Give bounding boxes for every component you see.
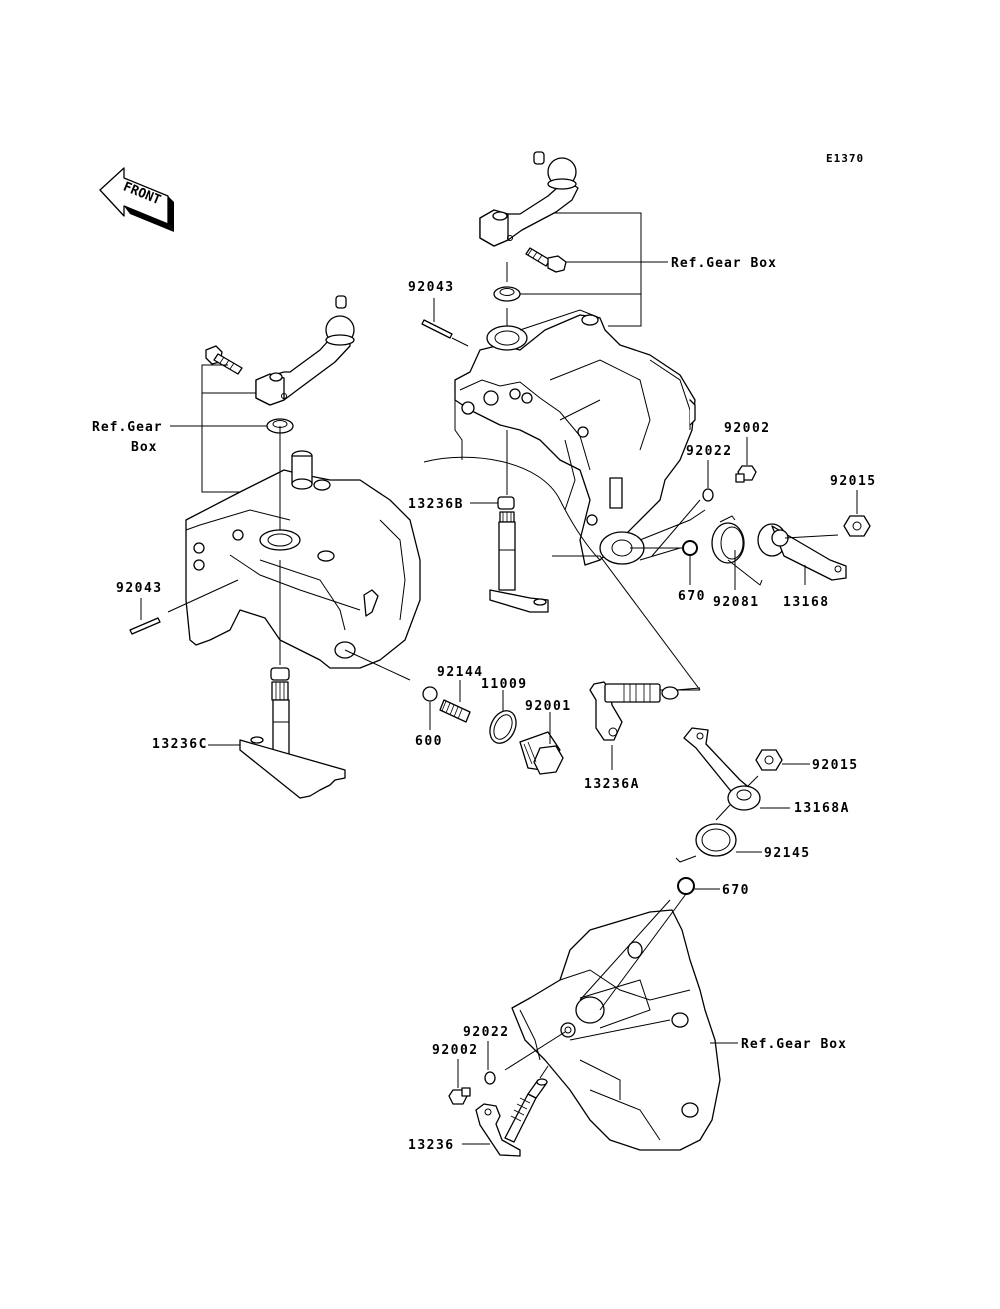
- shift-shaft-13236: [475, 1078, 548, 1157]
- washer-upper: [493, 286, 521, 302]
- label-13236A: 13236A: [584, 777, 640, 792]
- label-13168A: 13168A: [794, 801, 850, 816]
- gearbox-housing-lower: [511, 909, 721, 1151]
- nut-92015-mid: [755, 749, 783, 771]
- lever-13168A: [683, 727, 761, 811]
- nut-92015-top: [843, 515, 871, 537]
- label-11009: 11009: [481, 677, 528, 692]
- oring-670-top: [682, 540, 698, 556]
- washer-92022-top: [702, 488, 714, 502]
- bolt-upper: [525, 247, 567, 273]
- label-13168: 13168: [783, 595, 830, 610]
- label-ref-gear-box-left-2: Box: [131, 440, 157, 455]
- lever-13168: [757, 523, 847, 581]
- label-92043-left: 92043: [116, 581, 163, 596]
- front-direction-arrow-icon: FRONT: [99, 167, 174, 232]
- pin-92043-top: [421, 319, 453, 339]
- ball-600: [422, 686, 438, 702]
- spring-92145: [675, 823, 737, 863]
- label-92002-bottom: 92002: [432, 1043, 479, 1058]
- label-ref-gear-box-bottom: Ref.Gear Box: [741, 1037, 847, 1052]
- label-600: 600: [415, 734, 443, 749]
- shift-shaft-13236A: [589, 681, 679, 741]
- diagram-code: E1370: [826, 152, 864, 165]
- label-ref-gear-box-left-1: Ref.Gear: [92, 420, 163, 435]
- label-92015-top: 92015: [830, 474, 877, 489]
- spring-92081: [711, 515, 763, 586]
- plug-92001: [519, 731, 564, 775]
- bolt-92002-top: [735, 465, 757, 483]
- shift-arm-upper: [479, 151, 579, 247]
- washer-92022-bottom: [484, 1071, 496, 1085]
- oring-670-mid: [677, 877, 695, 895]
- label-92022-bottom: 92022: [463, 1025, 510, 1040]
- label-13236: 13236: [408, 1138, 455, 1153]
- label-13236C: 13236C: [152, 737, 208, 752]
- shift-shaft-13236B: [489, 496, 549, 613]
- label-92145: 92145: [764, 846, 811, 861]
- label-13236B: 13236B: [408, 497, 464, 512]
- label-92022-top: 92022: [686, 444, 733, 459]
- label-670-top: 670: [678, 589, 706, 604]
- label-92144: 92144: [437, 665, 484, 680]
- pin-92043-left: [129, 617, 161, 635]
- gasket-11009: [489, 710, 517, 744]
- label-92081: 92081: [713, 595, 760, 610]
- label-92043-top: 92043: [408, 280, 455, 295]
- bolt-92002-bottom: [448, 1087, 471, 1105]
- label-670-mid: 670: [722, 883, 750, 898]
- shift-shaft-13236C: [239, 667, 346, 799]
- gearbox-housing-left: [185, 450, 421, 669]
- spring-92144: [439, 699, 471, 723]
- label-ref-gear-box-top: Ref.Gear Box: [671, 256, 777, 271]
- label-92015-mid: 92015: [812, 758, 859, 773]
- label-92001: 92001: [525, 699, 572, 714]
- gearbox-housing-upper: [454, 309, 706, 566]
- shift-arm-left: [255, 295, 355, 406]
- label-92002-top: 92002: [724, 421, 771, 436]
- bolt-left: [205, 345, 243, 375]
